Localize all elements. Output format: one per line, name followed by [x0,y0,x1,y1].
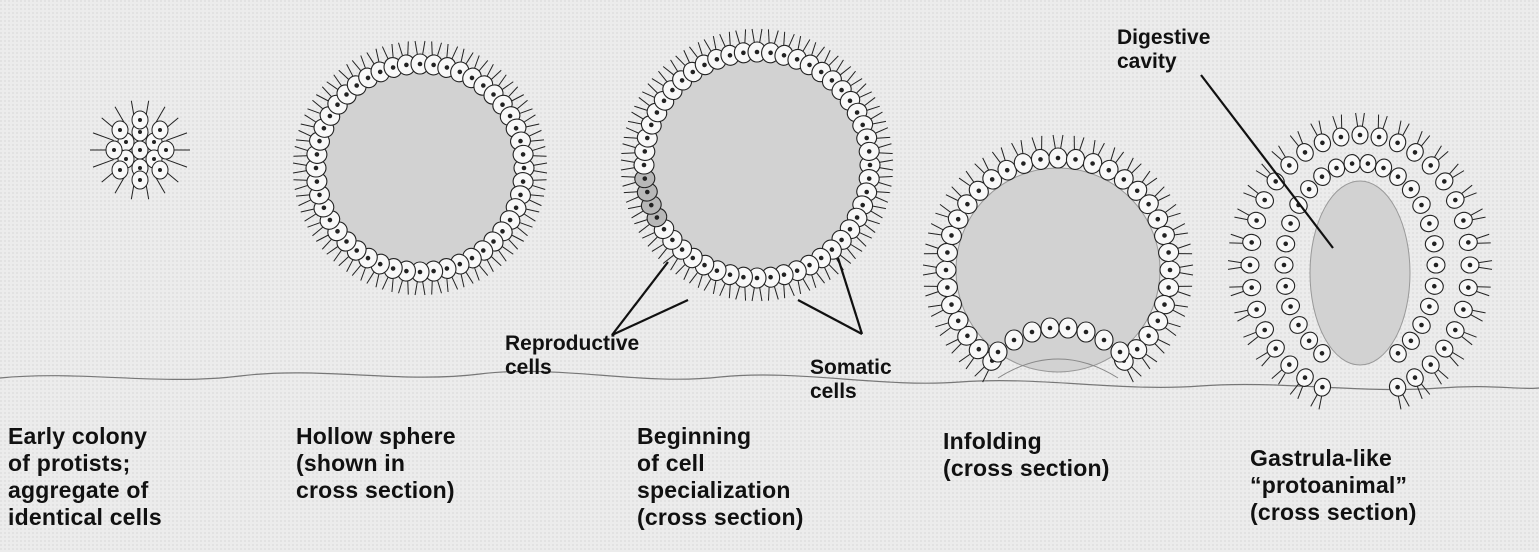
nucleus [138,166,142,170]
digestive-cavity [1310,181,1410,365]
inner-cavity [956,168,1160,372]
nucleus [755,276,760,281]
nucleus [314,166,319,171]
nucleus [418,270,423,275]
nucleus [1282,263,1287,268]
nucleus [158,168,162,172]
nucleus [138,118,142,122]
nucleus [1056,156,1061,161]
cell [1023,322,1041,342]
cell [1077,322,1095,342]
nucleus [868,163,873,168]
nucleus [138,148,142,152]
nucleus [1012,338,1017,343]
caption-hollow-sphere: Hollow sphere (shown in cross section) [296,423,456,504]
nucleus [124,140,128,144]
nucleus [1358,133,1363,138]
nucleus [118,128,122,132]
nucleus [755,50,760,55]
cell [1041,318,1059,338]
cell [1275,257,1293,273]
nucleus [152,157,156,161]
nucleus [118,168,122,172]
label-digestive-cavity: Digestive cavity [1117,26,1210,74]
nucleus [1168,268,1173,273]
cell [1059,318,1077,338]
caption-infolding: Infolding (cross section) [943,428,1110,482]
nucleus [522,166,527,171]
caption-gastrula: Gastrula-like “protoanimal” (cross secti… [1250,445,1417,526]
nucleus [138,178,142,182]
nucleus [996,350,1001,355]
caption-cell-specialization: Beginning of cell specialization (cross … [637,423,804,531]
nucleus [418,62,423,67]
cell [989,342,1007,362]
nucleus [944,268,949,273]
nucleus [164,148,168,152]
nucleus [1084,330,1089,335]
nucleus [1434,263,1439,268]
nucleus [642,163,647,168]
nucleus [1048,326,1053,331]
cell [1427,257,1445,273]
caption-early-colony: Early colony of protists; aggregate of i… [8,423,162,531]
cell [1005,330,1023,350]
nucleus [1468,263,1473,268]
nucleus [158,128,162,132]
nucleus [138,130,142,134]
nucleus [124,157,128,161]
cell [1111,342,1129,362]
nucleus [1102,338,1107,343]
nucleus [152,140,156,144]
label-reproductive-cells: Reproductive cells [505,332,639,380]
nucleus [1030,330,1035,335]
nucleus [112,148,116,152]
nucleus [1066,326,1071,331]
cell [1095,330,1113,350]
nucleus [1248,263,1253,268]
label-somatic-cells: Somatic cells [810,356,892,404]
nucleus [1118,350,1123,355]
